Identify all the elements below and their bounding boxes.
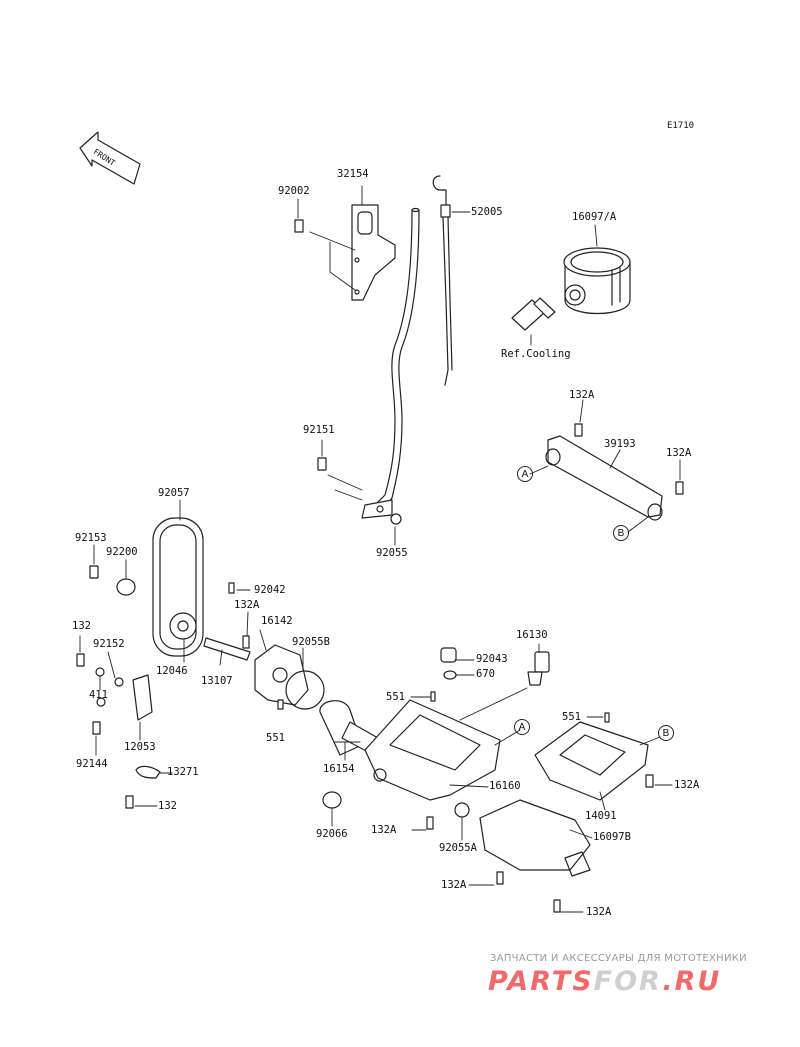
part-callout[interactable]: 16130 (516, 629, 548, 641)
leader-lines (79, 185, 681, 913)
watermark-logo: PARTSFOR.RU (488, 966, 721, 997)
pressure-switch (527, 651, 550, 686)
part-callout[interactable]: 411 (89, 689, 108, 701)
part-callout[interactable]: 12053 (124, 741, 156, 753)
part-callout[interactable]: 132A (371, 824, 397, 836)
part-callout[interactable]: 670 (476, 668, 495, 680)
part-callout[interactable]: 551 (386, 691, 405, 703)
chain-guide (132, 674, 153, 721)
drive-chain (152, 517, 204, 657)
part-callout[interactable]: 32154 (337, 168, 369, 180)
pump-shaft (203, 637, 251, 661)
logo-part: FOR (593, 966, 663, 997)
part-callout[interactable]: 92002 (278, 185, 310, 197)
part-callout[interactable]: 92153 (75, 532, 107, 544)
logo-part: .RU (662, 966, 722, 997)
part-callout[interactable]: 92151 (303, 424, 335, 436)
washer (116, 578, 136, 596)
oring-92055b (285, 670, 325, 710)
part-callout[interactable]: 13271 (167, 766, 199, 778)
part-callout[interactable]: 551 (266, 732, 285, 744)
oil-pan-left (364, 699, 501, 801)
part-callout[interactable]: 14091 (585, 810, 617, 822)
dipstick-tube (361, 207, 420, 519)
part-callout[interactable]: 12046 (156, 665, 188, 677)
part-callout[interactable]: 132A (674, 779, 700, 791)
plug (322, 791, 342, 809)
dipstick-bracket (351, 204, 396, 301)
logo-part: PARTS (488, 966, 594, 997)
bolt-icons (76, 219, 684, 913)
part-callout[interactable]: 92055A (439, 842, 477, 854)
part-callout[interactable]: 132 (72, 620, 91, 632)
part-callout[interactable]: 132A (666, 447, 692, 459)
part-callout[interactable]: 551 (562, 711, 581, 723)
part-callout[interactable]: 52005 (471, 206, 503, 218)
part-callout[interactable]: 92200 (106, 546, 138, 558)
ref-cooling-note: Ref.Cooling (501, 348, 571, 360)
sprocket (169, 612, 197, 640)
part-callout[interactable]: 16097B (593, 831, 631, 843)
part-callout[interactable]: 16160 (489, 780, 521, 792)
dipstick (432, 175, 453, 386)
part-callout[interactable]: 92055 (376, 547, 408, 559)
part-callout[interactable]: 92144 (76, 758, 108, 770)
part-callout[interactable]: 92066 (316, 828, 348, 840)
part-callout[interactable]: 92055B (292, 636, 330, 648)
dowel-collar (440, 647, 457, 663)
oil-pump (254, 644, 309, 706)
filter-nipple (511, 297, 556, 331)
oil-screen (319, 700, 379, 756)
part-callout[interactable]: 39193 (604, 438, 636, 450)
part-callout[interactable]: 92042 (254, 584, 286, 596)
ref-circle-a: A (517, 466, 533, 482)
ref-circle-b: B (613, 525, 629, 541)
part-callout[interactable]: 132A (234, 599, 260, 611)
part-callout[interactable]: 92043 (476, 653, 508, 665)
lock-plate (135, 765, 161, 779)
oil-pan-right (534, 721, 649, 801)
part-callout[interactable]: 16154 (323, 763, 355, 775)
watermark-caption: ЗАПЧАСТИ И АКСЕССУАРЫ ДЛЯ МОТОТЕХНИКИ (490, 953, 747, 964)
ref-circle-a: A (514, 719, 530, 735)
part-callout[interactable]: 132A (441, 879, 467, 891)
ref-circle-b: B (658, 725, 674, 741)
part-callout[interactable]: 92057 (158, 487, 190, 499)
oil-pipe (545, 435, 663, 521)
part-callout[interactable]: 132A (586, 906, 612, 918)
part-callout[interactable]: 132 (158, 800, 177, 812)
part-callout[interactable]: 92152 (93, 638, 125, 650)
part-callout[interactable]: 132A (569, 389, 595, 401)
part-callout[interactable]: 13107 (201, 675, 233, 687)
front-arrow-icon (79, 131, 141, 185)
oil-filter (563, 247, 631, 314)
oring-92055a (454, 802, 470, 818)
part-callout[interactable]: 16097/A (572, 211, 617, 223)
diagram-code: E1710 (667, 121, 695, 131)
part-callout[interactable]: 16142 (261, 615, 293, 627)
oring-92055 (390, 513, 402, 525)
filter-holder (479, 799, 591, 877)
oring-670 (443, 670, 457, 680)
